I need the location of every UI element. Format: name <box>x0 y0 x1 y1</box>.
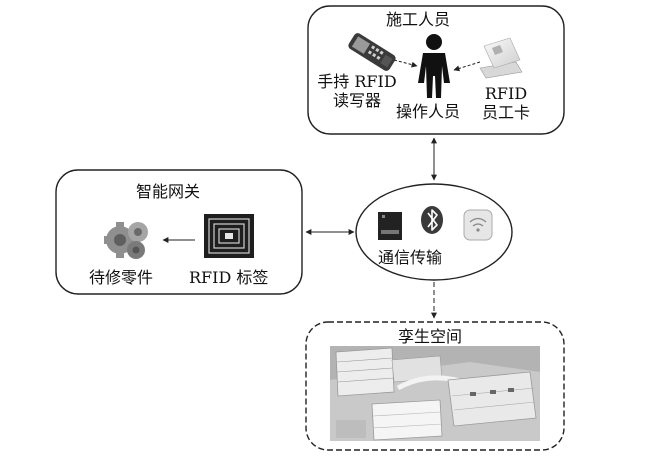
construction-personnel-title: 施工人员 <box>386 10 451 29</box>
card-to-operator-arrow <box>453 61 481 72</box>
repair-parts-label: 待修零件 <box>89 268 154 287</box>
repair-parts-icon <box>104 222 148 259</box>
operator-person-icon <box>418 34 450 98</box>
operator-label: 操作人员 <box>396 102 461 121</box>
communication-title: 通信传输 <box>378 248 443 267</box>
employee-card-label: RFID 员工卡 <box>476 84 536 122</box>
twin-space-title: 孪生空间 <box>398 327 463 346</box>
employee-card-label-line1: RFID <box>484 84 528 103</box>
smart-gateway-box <box>55 169 303 295</box>
smart-gateway-title: 智能网关 <box>136 182 201 201</box>
employee-card-label-line2: 员工卡 <box>481 103 530 122</box>
reader-to-operator-arrow <box>393 59 418 68</box>
handheld-reader-label-line1: 手持 RFID <box>317 72 397 91</box>
rfid-tag-icon <box>204 214 254 258</box>
handheld-reader-label: 手持 RFID 读写器 <box>316 72 398 110</box>
wifi-router-icon <box>463 209 493 241</box>
handheld-reader-label-line2: 读写器 <box>332 91 381 110</box>
handheld-reader-icon <box>348 33 396 71</box>
employee-card-icon <box>479 37 523 79</box>
bluetooth-icon <box>421 206 443 234</box>
twin-space-box <box>305 321 565 451</box>
wireless-module-icon <box>378 212 402 240</box>
communication-ellipse <box>355 183 513 281</box>
rfid-tag-label: RFID 标签 <box>189 268 269 287</box>
construction-personnel-box <box>307 5 565 135</box>
digital-twin-building-image <box>330 346 540 441</box>
